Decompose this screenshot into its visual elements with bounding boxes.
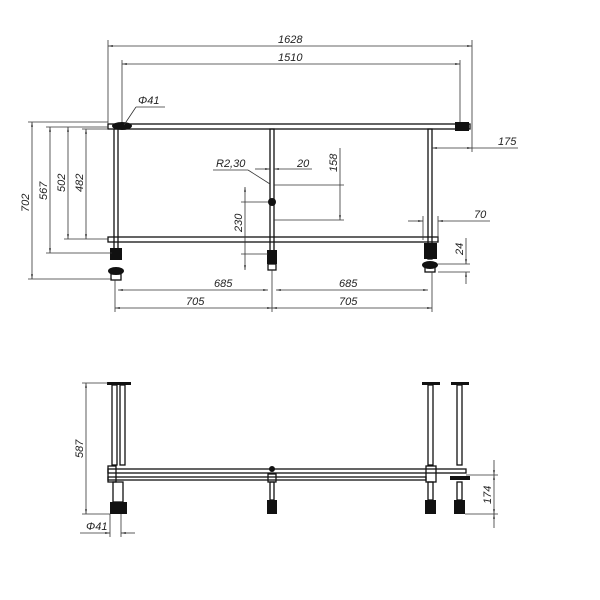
dim-567: 567 bbox=[38, 126, 112, 254]
dim-label: 705 bbox=[339, 296, 358, 308]
dim-label: 587 bbox=[74, 439, 86, 458]
dim-label: Φ41 bbox=[138, 95, 159, 107]
dim-diameter-bottom: Φ41 bbox=[80, 514, 135, 537]
dim-24: 24 bbox=[438, 238, 470, 284]
dim-label: R2,30 bbox=[216, 158, 246, 170]
dim-158: 158 bbox=[274, 148, 344, 221]
frame-structure bbox=[107, 122, 471, 281]
dim-482: 482 bbox=[74, 128, 108, 239]
dim-label: 24 bbox=[454, 243, 466, 256]
dim-230: 230 bbox=[233, 187, 268, 270]
dim-label: 1510 bbox=[278, 52, 303, 64]
dim-label: 685 bbox=[214, 278, 233, 290]
dim-label: 230 bbox=[233, 213, 245, 233]
top-view: 1628 1510 Φ41 702 567 bbox=[20, 34, 518, 312]
side-view: 587 174 Φ41 bbox=[74, 382, 498, 537]
dim-label: 482 bbox=[74, 174, 86, 192]
dim-diameter-top: Φ41 bbox=[123, 95, 165, 126]
dim-label: 174 bbox=[482, 486, 494, 504]
dim-label: 705 bbox=[186, 296, 205, 308]
dim-702: 702 bbox=[20, 121, 112, 280]
dim-20: 20 bbox=[255, 158, 312, 170]
dim-label: 70 bbox=[474, 209, 487, 221]
dim-174: 174 bbox=[465, 460, 498, 528]
dim-label: 702 bbox=[20, 194, 32, 212]
dim-70: 70 bbox=[408, 209, 490, 240]
dim-label: 567 bbox=[38, 181, 50, 200]
dim-175: 175 bbox=[432, 124, 518, 152]
dim-label: 158 bbox=[328, 153, 340, 172]
dim-label: 685 bbox=[339, 278, 358, 290]
dim-1510: 1510 bbox=[121, 52, 461, 122]
dim-label: 175 bbox=[498, 136, 517, 148]
dim-label: 502 bbox=[56, 174, 68, 192]
frame-structure bbox=[107, 382, 470, 514]
dim-label: 1628 bbox=[278, 34, 303, 46]
dim-spans: 685 685 705 705 bbox=[114, 270, 433, 312]
dim-label: 20 bbox=[296, 158, 310, 170]
dim-1628: 1628 bbox=[107, 34, 473, 124]
dim-587: 587 bbox=[74, 382, 110, 515]
dim-radius: R2,30 bbox=[213, 158, 271, 185]
dim-label: Φ41 bbox=[86, 521, 107, 533]
